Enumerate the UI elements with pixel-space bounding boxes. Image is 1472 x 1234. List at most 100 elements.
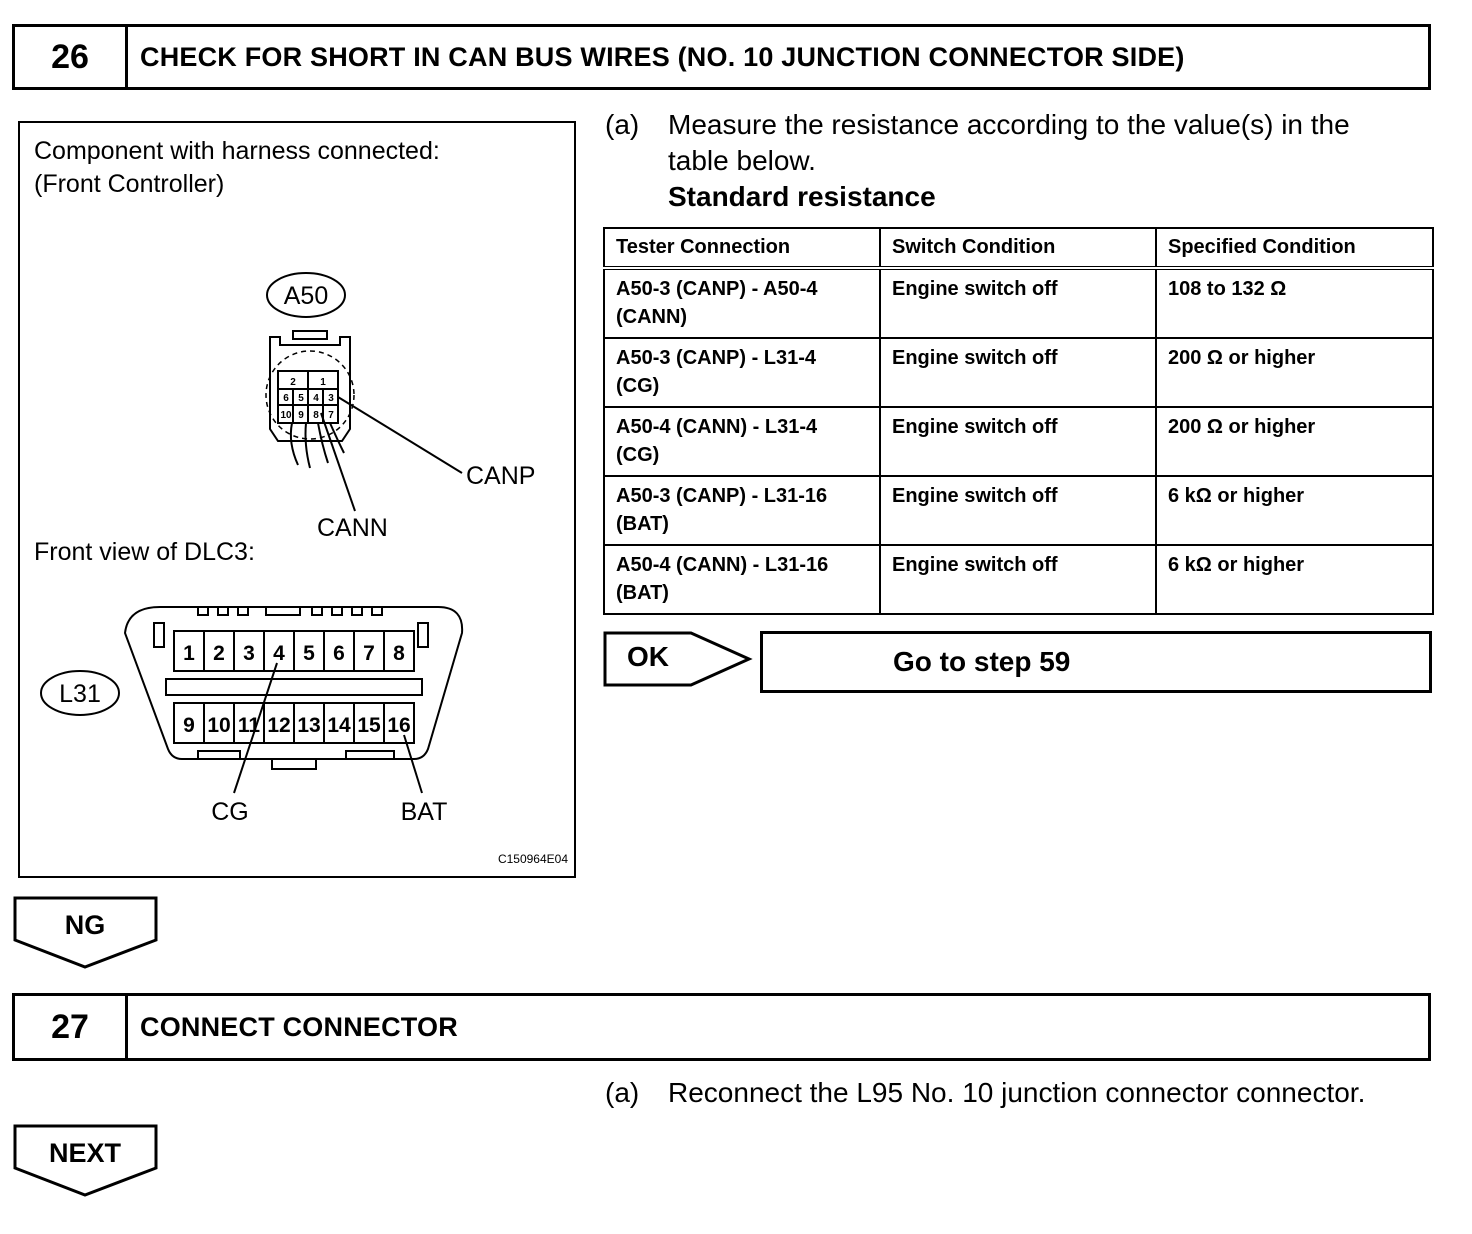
dlc3-caption: Front view of DLC3: [34, 538, 255, 566]
svg-text:6: 6 [283, 393, 289, 404]
a50-latch [292, 330, 328, 340]
instruction-letter: (a) [605, 1077, 640, 1108]
a50-connector-body [269, 336, 351, 442]
figure-caption: Component with harness connected: (Front… [34, 135, 440, 201]
col-header-tester-connection: Tester Connection [603, 227, 881, 270]
tester-connection-cell: A50-3 (CANP) - L31-16(BAT) [603, 475, 881, 546]
a50-pin-numbers: 2 1 6 5 4 3 10 9 8 7 [280, 377, 334, 421]
switch-condition-cell: Engine switch off [879, 267, 1157, 339]
switch-condition-cell: Engine switch off [879, 406, 1157, 477]
svg-text:16: 16 [387, 714, 410, 737]
svg-text:2: 2 [290, 377, 296, 388]
instruction-text: Reconnect the L95 No. 10 junction connec… [668, 1077, 1366, 1108]
svg-text:1: 1 [320, 377, 326, 388]
l31-label: L31 [59, 680, 101, 708]
switch-condition-cell: Engine switch off [879, 544, 1157, 615]
canp-leader-line [337, 396, 463, 474]
instruction-text: Measure the resistance according to the … [668, 107, 1428, 215]
tester-connection-cell: A50-3 (CANP) - L31-4(CG) [603, 337, 881, 408]
table-row: A50-3 (CANP) - L31-4(CG) Engine switch o… [603, 337, 1434, 408]
a50-label-ellipse [266, 272, 346, 318]
step-27-header: 27 CONNECT CONNECTOR [12, 993, 1431, 1061]
step-number: 26 [15, 27, 128, 87]
svg-text:7: 7 [328, 410, 334, 421]
col-header-switch-condition: Switch Condition [879, 227, 1157, 270]
svg-text:1: 1 [183, 642, 195, 665]
svg-text:4: 4 [273, 642, 285, 665]
step-26-header: 26 CHECK FOR SHORT IN CAN BUS WIRES (NO.… [12, 24, 1431, 90]
instruction-letter: (a) [605, 109, 640, 140]
svg-text:11: 11 [238, 714, 261, 737]
specified-condition-cell: 108 to 132 Ω [1155, 267, 1434, 339]
caption-line-2: (Front Controller) [34, 170, 225, 198]
standard-resistance-heading: Standard resistance [668, 181, 936, 212]
tester-connection-cell: A50-4 (CANN) - L31-4(CG) [603, 406, 881, 477]
ng-label: NG [64, 910, 106, 940]
cann-leader-line [320, 412, 356, 512]
svg-text:15: 15 [357, 714, 381, 737]
svg-text:3: 3 [328, 393, 334, 404]
down-arrow-icon [13, 896, 158, 969]
svg-text:8: 8 [393, 642, 405, 665]
svg-text:5: 5 [303, 642, 315, 665]
svg-text:8: 8 [313, 410, 319, 421]
dlc3-body [123, 606, 464, 760]
a50-label: A50 [284, 282, 328, 310]
bat-label: BAT [401, 798, 448, 826]
table-row: A50-3 (CANP) - L31-16(BAT) Engine switch… [603, 475, 1434, 546]
specified-condition-cell: 200 Ω or higher [1155, 337, 1434, 408]
svg-text:9: 9 [298, 410, 304, 421]
goto-text: Go to step 59 [893, 646, 1071, 677]
next-label: NEXT [48, 1138, 121, 1168]
svg-text:9: 9 [183, 714, 195, 737]
tester-connection-cell: A50-4 (CANN) - L31-16(BAT) [603, 544, 881, 615]
svg-text:3: 3 [243, 642, 255, 665]
dlc3-pin-numbers: 1 2 3 4 5 6 7 8 9 10 11 12 13 14 15 16 [183, 642, 411, 737]
down-arrow-icon [13, 1124, 158, 1197]
a50-highlight-circle [265, 350, 355, 440]
specified-condition-cell: 200 Ω or higher [1155, 406, 1434, 477]
svg-text:4: 4 [313, 393, 319, 404]
table-row: A50-4 (CANN) - L31-4(CG) Engine switch o… [603, 406, 1434, 477]
svg-text:14: 14 [327, 714, 351, 737]
bat-leader-line [403, 734, 423, 794]
switch-condition-cell: Engine switch off [879, 337, 1157, 408]
svg-text:10: 10 [207, 714, 230, 737]
wiring-illustration: Component with harness connected: (Front… [18, 121, 576, 878]
specified-condition-cell: 6 kΩ or higher [1155, 475, 1434, 546]
figure-code: C150964E04 [498, 852, 568, 866]
dlc3-center-divider [165, 678, 423, 696]
svg-text:13: 13 [297, 714, 320, 737]
go-to-step-59-box[interactable]: Go to step 59 [760, 631, 1432, 693]
specified-condition-cell: 6 kΩ or higher [1155, 544, 1434, 615]
svg-text:10: 10 [280, 410, 292, 421]
canp-label: CANP [466, 462, 535, 490]
step-title: CONNECT CONNECTOR [140, 1011, 458, 1042]
cg-label: CG [211, 798, 249, 826]
ok-result-arrow[interactable]: OK [603, 631, 753, 694]
svg-text:6: 6 [333, 642, 345, 665]
table-header-row: Tester Connection Switch Condition Speci… [603, 227, 1434, 270]
svg-text:2: 2 [213, 642, 225, 665]
l31-label-ellipse [40, 670, 120, 716]
table-row: A50-3 (CANP) - A50-4(CANN) Engine switch… [603, 267, 1434, 339]
ok-label: OK [627, 641, 669, 672]
switch-condition-cell: Engine switch off [879, 475, 1157, 546]
instruction-line-2: table below. [668, 145, 816, 176]
svg-text:12: 12 [267, 714, 290, 737]
svg-text:5: 5 [298, 393, 304, 404]
harness-wire [289, 422, 299, 466]
connector-drawing: A50 2 1 6 5 4 3 10 9 8 7 CANP CANN Front… [34, 272, 568, 866]
instruction-line-1: Measure the resistance according to the … [668, 109, 1350, 140]
right-arrow-icon [603, 631, 753, 687]
col-header-specified-condition: Specified Condition [1155, 227, 1434, 270]
cann-label: CANN [317, 514, 388, 542]
table-row: A50-4 (CANN) - L31-16(BAT) Engine switch… [603, 544, 1434, 615]
step-title: CHECK FOR SHORT IN CAN BUS WIRES (NO. 10… [140, 41, 1185, 72]
step-number: 27 [15, 996, 128, 1058]
ng-result-arrow[interactable]: NG [13, 896, 159, 975]
next-result-arrow[interactable]: NEXT [13, 1124, 159, 1203]
tester-connection-cell: A50-3 (CANP) - A50-4(CANN) [603, 267, 881, 339]
cg-leader-line [233, 662, 278, 794]
svg-text:7: 7 [363, 642, 375, 665]
